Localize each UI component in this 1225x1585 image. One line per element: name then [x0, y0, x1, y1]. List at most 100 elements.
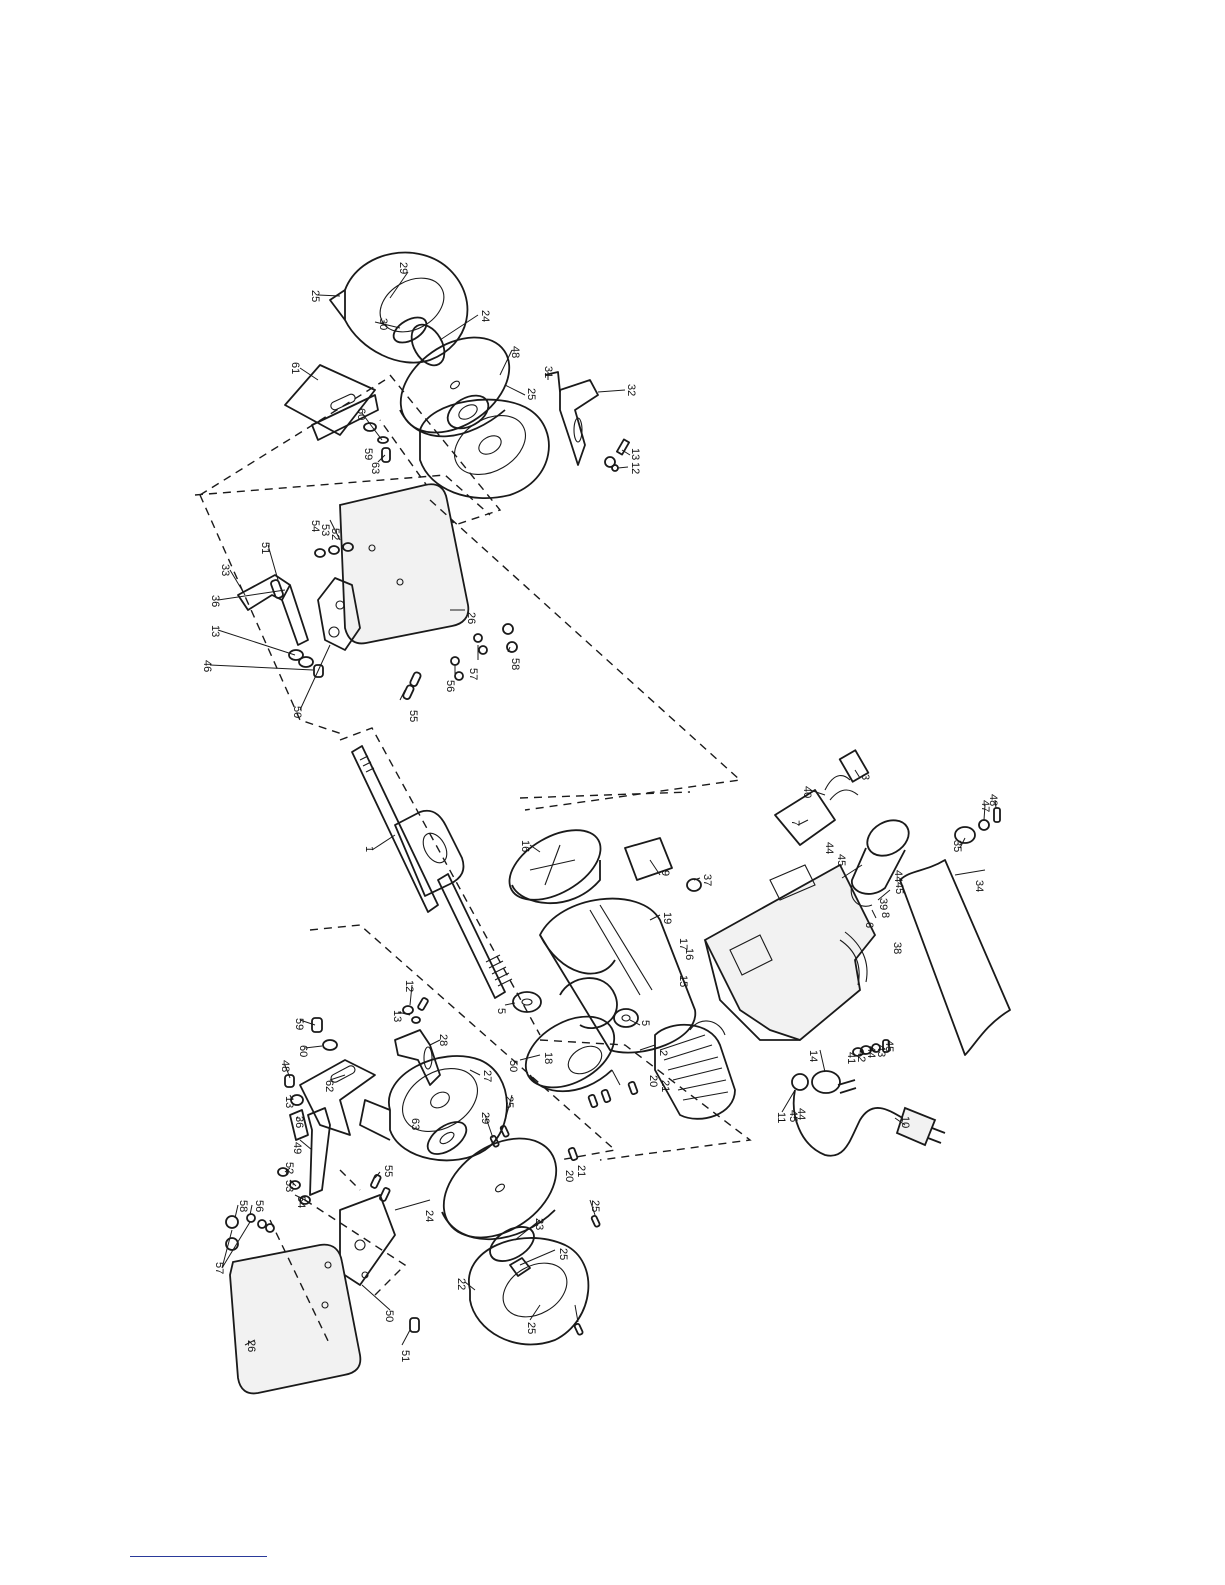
- part-label-p44b: 44: [892, 870, 904, 882]
- motor-screws-20-21: [568, 1081, 638, 1160]
- tool-rest-adjuster-left: [285, 1075, 330, 1195]
- part-label-p7: 7: [789, 820, 801, 826]
- part-label-p44a: 44: [823, 842, 835, 854]
- part-label-p18: 18: [542, 1052, 554, 1064]
- part-label-p12a: 12: [629, 462, 641, 474]
- part-label-p27: 27: [481, 1070, 493, 1082]
- part-label-p51a: 51: [259, 542, 271, 554]
- part-label-p13b: 13: [209, 625, 221, 637]
- part-label-p53b: 53: [283, 1180, 295, 1192]
- part-label-p5a: 5: [495, 1008, 507, 1014]
- part-label-p56b: 56: [253, 1200, 265, 1212]
- part-label-p50c: 50: [383, 1310, 395, 1322]
- part-label-p46: 46: [201, 660, 213, 672]
- part-label-p62: 62: [323, 1080, 335, 1092]
- part-label-p51b: 51: [399, 1350, 411, 1362]
- part-label-p39: 39: [877, 898, 889, 910]
- part-label-p29b: 29: [479, 1112, 491, 1124]
- motor-end-bell-left: [513, 1002, 626, 1102]
- part-label-p24b: 24: [423, 1210, 435, 1222]
- part-label-p33: 33: [219, 564, 231, 576]
- part-labels: 2925302448253132616059631312545352513326…: [201, 262, 999, 1362]
- grinder-base: [705, 865, 875, 1040]
- explosion-line-right-main: [200, 495, 740, 810]
- part-label-p52a: 52: [329, 528, 341, 540]
- part-label-p36b: 36: [293, 1116, 305, 1128]
- part-label-p38: 38: [891, 942, 903, 954]
- leader-lines: [210, 272, 996, 1345]
- inner-wheel-guard-right: [420, 389, 549, 498]
- part-label-p21a: 21: [659, 1080, 671, 1092]
- part-label-p35: 35: [951, 840, 963, 852]
- part-label-p45c: 45: [883, 1040, 895, 1052]
- part-label-p26b: 26: [245, 1340, 257, 1352]
- part-label-p31: 31: [542, 366, 554, 378]
- tool-rest-left: [230, 1245, 360, 1394]
- part-label-p45b: 45: [893, 882, 905, 894]
- part-label-p59b: 59: [293, 1018, 305, 1030]
- part-label-p11: 11: [775, 1112, 787, 1123]
- part-label-p48c: 48: [279, 1060, 291, 1072]
- part-label-p37: 37: [701, 874, 713, 886]
- switch-assembly: [775, 750, 868, 845]
- part-label-p58b: 58: [237, 1200, 249, 1212]
- part-label-p1: 1: [363, 846, 375, 852]
- part-label-p45a: 45: [835, 854, 847, 866]
- part-label-p22: 22: [455, 1278, 467, 1290]
- footer-divider: [130, 1556, 267, 1557]
- base-bottom-plate: [900, 860, 1010, 1055]
- part-label-p13c: 13: [391, 1010, 403, 1022]
- part-label-p15: 15: [677, 975, 689, 987]
- part-label-p56a: 56: [444, 680, 456, 692]
- part-label-p23: 23: [533, 1218, 545, 1230]
- part-label-p34: 34: [973, 880, 985, 892]
- part-label-p30: 30: [377, 318, 389, 330]
- part-label-p24a: 24: [479, 310, 491, 322]
- part-label-p25c: 25: [503, 1096, 515, 1108]
- part-label-p55b: 55: [382, 1165, 394, 1177]
- part-label-p10: 10: [899, 1116, 911, 1128]
- part-label-p3: 3: [859, 774, 871, 780]
- hardware-59-60-left: [312, 997, 429, 1050]
- part-label-p25b: 25: [525, 388, 537, 400]
- part-label-p2: 2: [657, 1050, 669, 1056]
- part-label-p25a: 25: [309, 290, 321, 302]
- part-label-p57b: 57: [213, 1262, 225, 1274]
- part-label-p50b: 50: [507, 1060, 519, 1072]
- part-label-p5b: 5: [639, 1020, 651, 1026]
- part-label-p32: 32: [625, 384, 637, 396]
- part-label-p49: 49: [291, 1142, 303, 1154]
- part-label-p63a: 63: [369, 462, 381, 474]
- part-label-p48b: 48: [987, 794, 999, 806]
- part-label-p16a: 16: [519, 840, 531, 852]
- part-label-p20b: 20: [563, 1170, 575, 1182]
- hardware-56-58-left: [226, 1214, 274, 1250]
- part-label-p40: 40: [801, 786, 813, 798]
- part-label-p29: 29: [397, 262, 409, 274]
- part-label-p8: 8: [879, 912, 891, 918]
- part-label-p36a: 36: [209, 595, 221, 607]
- part-label-p13d: 13: [283, 1096, 295, 1108]
- hardware-55-58-right: [402, 624, 517, 700]
- part-label-p48a: 48: [509, 346, 521, 358]
- part-label-p16b: 16: [683, 948, 695, 960]
- part-label-p26a: 26: [465, 612, 477, 624]
- part-label-p25e: 25: [525, 1322, 537, 1334]
- stator-windings: [655, 1021, 735, 1119]
- part-label-p55a: 55: [407, 710, 419, 722]
- part-label-p20a: 20: [647, 1075, 659, 1087]
- hardware-12-13-right: [605, 439, 629, 471]
- part-label-p13a: 13: [629, 448, 641, 460]
- part-label-p50a: 50: [291, 706, 303, 718]
- power-cord: [792, 1071, 945, 1156]
- part-label-p6: 6: [863, 922, 875, 928]
- part-label-p61: 61: [289, 362, 301, 374]
- screw-51-left: [410, 1318, 419, 1332]
- part-label-p25f: 25: [589, 1200, 601, 1212]
- part-label-p60b: 60: [297, 1045, 309, 1057]
- part-label-p28: 28: [437, 1034, 449, 1046]
- part-label-p58a: 58: [509, 658, 521, 670]
- part-label-p54b: 54: [295, 1196, 307, 1208]
- part-label-p57a: 57: [467, 668, 479, 680]
